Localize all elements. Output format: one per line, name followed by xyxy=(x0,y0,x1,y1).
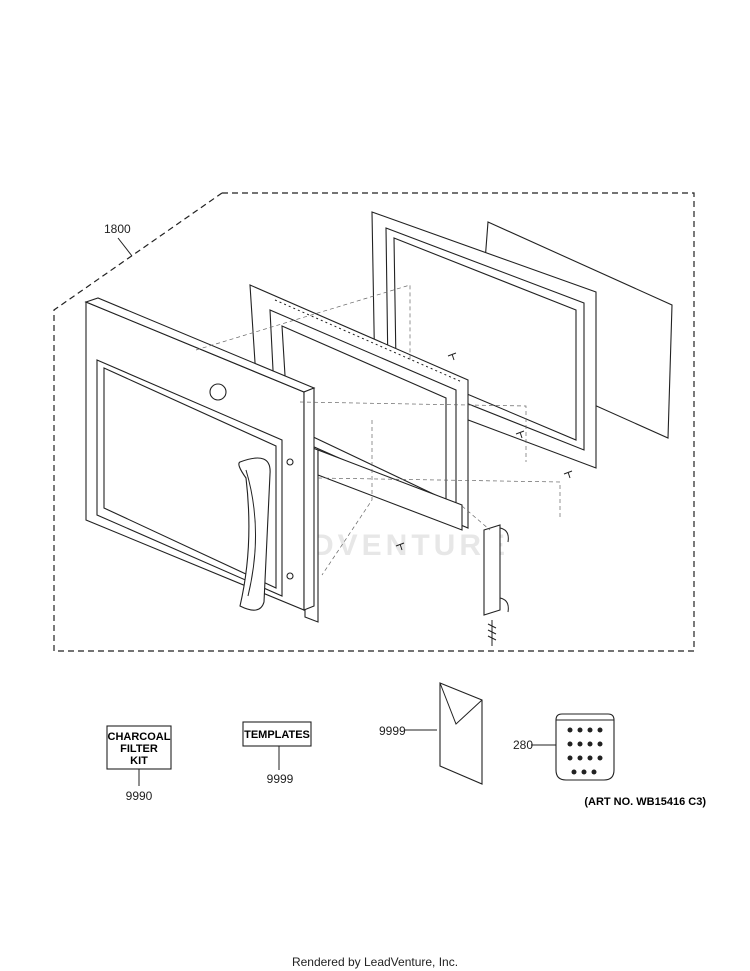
screw-hole xyxy=(286,572,294,580)
footer-credit: Rendered by LeadVenture, Inc. xyxy=(292,955,458,969)
alignment-lines xyxy=(195,284,561,576)
callout-280: 280 xyxy=(513,738,533,752)
callout-9999-templates: 9999 xyxy=(267,772,294,786)
screw-hole xyxy=(286,458,294,466)
assembly-boundary xyxy=(53,192,695,652)
box-label: CHARCOAL xyxy=(108,731,171,743)
callout-9990: 9990 xyxy=(126,789,153,803)
box-label: FILTER xyxy=(120,743,158,755)
callout-9999-literature: 9999 xyxy=(379,724,406,738)
templates-box[interactable]: TEMPLATES 9999 xyxy=(242,721,312,786)
latch-hook[interactable] xyxy=(483,524,509,646)
box-label: TEMPLATES xyxy=(244,729,310,741)
logo-badge xyxy=(209,383,227,401)
leader-line xyxy=(117,237,133,257)
callout-label: 1800 xyxy=(104,222,131,236)
door-handle[interactable] xyxy=(238,457,271,611)
charcoal-filter-kit-box[interactable]: CHARCOAL FILTER KIT 9990 xyxy=(106,725,172,803)
screw-bag[interactable]: 280 xyxy=(513,713,615,781)
screw-icons xyxy=(567,727,603,775)
callout-1800[interactable]: 1800 xyxy=(104,222,133,257)
art-number: (ART NO. WB15416 C3) xyxy=(584,796,706,808)
box-label: KIT xyxy=(130,755,148,767)
screw-set[interactable] xyxy=(395,352,573,551)
literature-envelope[interactable]: 9999 xyxy=(379,682,483,785)
